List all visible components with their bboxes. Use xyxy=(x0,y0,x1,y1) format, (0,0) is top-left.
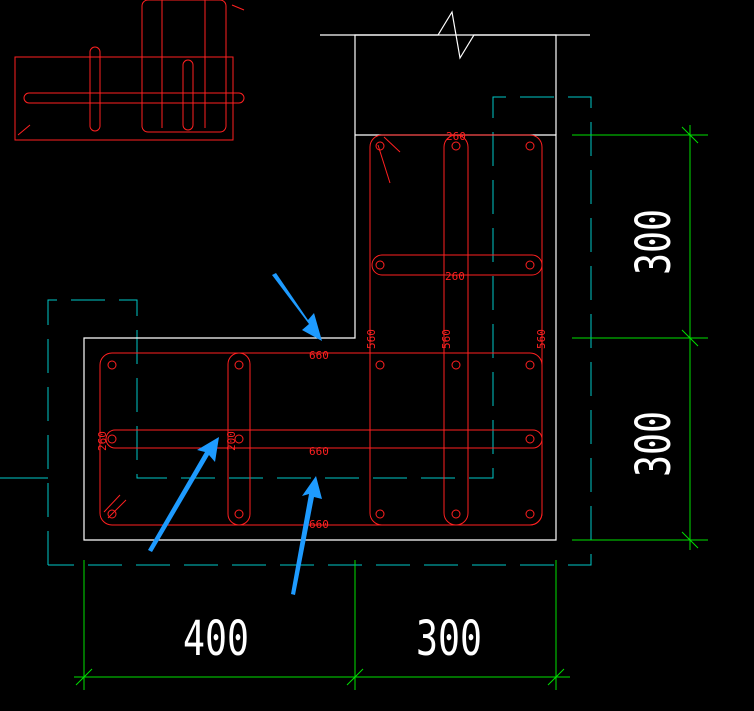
annotation-arrows xyxy=(148,273,322,595)
label-260-top: 260 xyxy=(446,130,466,143)
vertical-stirrup-outer xyxy=(369,134,543,526)
rebar-dot xyxy=(451,360,461,370)
rebar-dot xyxy=(375,260,385,270)
dimension-texts: 400 300 300 300 xyxy=(183,209,682,667)
arrow-left xyxy=(148,437,219,552)
detail-sketch xyxy=(14,0,245,141)
rebar-dot xyxy=(234,509,244,519)
rebar-dot xyxy=(525,434,535,444)
rebar-dot xyxy=(375,509,385,519)
label-560-c: 560 xyxy=(535,329,548,349)
rebar-dot xyxy=(375,360,385,370)
label-260-left: 260 xyxy=(96,431,109,451)
label-260-middle: 260 xyxy=(445,270,465,283)
rebar-labels: 660 660 660 260 260 560 560 560 260 200 xyxy=(96,130,548,531)
break-line-symbol xyxy=(320,10,590,60)
rebar-dot xyxy=(107,360,117,370)
label-560-b: 560 xyxy=(440,329,453,349)
arrow-top xyxy=(272,273,322,341)
label-660-bottom: 660 xyxy=(309,518,329,531)
label-200-left: 200 xyxy=(225,431,238,451)
dimension-300-right-upper: 300 xyxy=(626,209,682,275)
rebar-bars xyxy=(107,141,535,519)
rebar-dot xyxy=(375,141,385,151)
cyan-dashed-lines xyxy=(0,96,592,566)
vertical-tie-left xyxy=(227,352,251,526)
outer-stirrup xyxy=(99,352,543,526)
section-outline xyxy=(83,10,590,541)
rebar-dot xyxy=(525,260,535,270)
vertical-tie-middle xyxy=(443,134,469,526)
rebar-dot xyxy=(451,141,461,151)
rebar-dot xyxy=(525,141,535,151)
rebar-dot xyxy=(234,360,244,370)
rebar-dot xyxy=(451,509,461,519)
rebar-dot xyxy=(107,509,117,519)
label-560-a: 560 xyxy=(365,329,378,349)
dimension-300-bottom: 300 xyxy=(416,611,482,667)
rebar-dot xyxy=(525,360,535,370)
rebar-dot xyxy=(525,509,535,519)
dimension-400: 400 xyxy=(183,611,249,667)
dimension-300-right-lower: 300 xyxy=(626,411,682,477)
rebar-dot xyxy=(107,434,117,444)
rebar-dot xyxy=(234,434,244,444)
rebar-stirrups xyxy=(99,134,543,526)
arrow-bottom xyxy=(291,476,322,595)
dimension-lines xyxy=(74,125,708,690)
horizontal-tie-upper xyxy=(371,254,543,276)
label-660-top: 660 xyxy=(309,349,329,362)
label-660-middle: 660 xyxy=(309,445,329,458)
